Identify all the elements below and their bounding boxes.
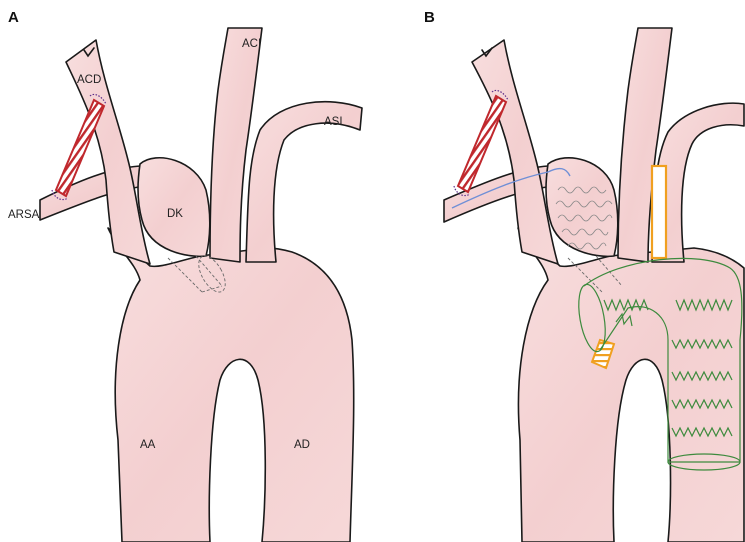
aorta-body xyxy=(108,228,354,542)
panel-b-vessels xyxy=(444,28,744,542)
label-asi: ASI xyxy=(324,116,343,128)
panel-a: A ACD ACI ASI xyxy=(8,9,362,542)
orange-graft-vertical xyxy=(652,166,666,258)
panel-a-vessels xyxy=(40,28,362,542)
panel-a-label: A xyxy=(8,9,19,26)
label-aa: AA xyxy=(140,439,156,451)
diverticulum-kommerell-b xyxy=(546,158,618,257)
label-ad: AD xyxy=(294,439,310,451)
asi-vessel xyxy=(246,102,362,262)
panel-b: B xyxy=(424,9,744,542)
label-arsa: ARSA xyxy=(8,209,40,221)
label-aci: ACI xyxy=(242,38,261,50)
aorta-body-b xyxy=(518,228,744,542)
label-acd: ACD xyxy=(77,74,101,86)
panel-b-label: B xyxy=(424,9,435,26)
label-dk: DK xyxy=(167,208,183,220)
